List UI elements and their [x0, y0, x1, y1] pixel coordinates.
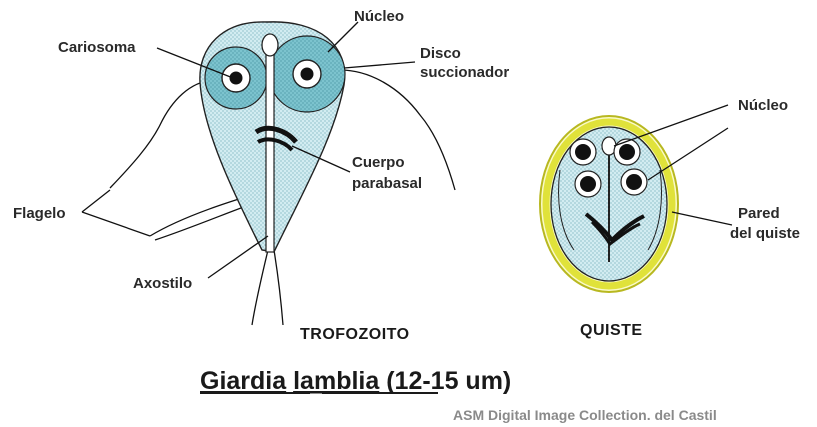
flagelo-leader-line-2: [82, 212, 150, 236]
cyst-karyosome-3: [580, 176, 596, 192]
karyosome-right: [301, 68, 314, 81]
figure-title: Giardia lamblia (12-15 um): [200, 367, 511, 395]
posterior-flagellum-right: [274, 250, 283, 325]
axostyle: [266, 52, 274, 252]
title-species: lamblia: [293, 367, 380, 395]
image-credit: ASM Digital Image Collection. del Castil: [453, 407, 717, 423]
axostilo-leader-line: [208, 236, 268, 278]
label-disco-succionador-2: succionador: [420, 64, 509, 81]
caption-quiste: QUISTE: [580, 322, 643, 339]
anterior-flagellum-right: [340, 70, 455, 190]
label-nucleo-trofozoito: Núcleo: [354, 8, 404, 25]
posterior-flagellum-left: [252, 250, 268, 325]
flagelo-leader-line-1: [82, 190, 110, 212]
nucleo-leader-line: [328, 22, 358, 52]
basal-body: [262, 34, 278, 56]
label-pared-quiste-2: del quiste: [730, 225, 800, 242]
cyst-karyosome-1: [575, 144, 591, 160]
cyst-karyosome-2: [619, 144, 635, 160]
label-pared-quiste-1: Pared: [738, 205, 780, 222]
title-genus: Giardia: [200, 367, 287, 395]
anterior-flagellum-left: [110, 80, 213, 188]
label-cuerpo-parabasal-2: parabasal: [352, 175, 422, 192]
disco-leader-line: [344, 62, 415, 68]
label-flagelo: Flagelo: [13, 205, 66, 222]
label-nucleo-quiste: Núcleo: [738, 97, 788, 114]
title-size: (12-15 um): [386, 367, 511, 395]
pared-leader-line: [672, 212, 732, 225]
label-disco-succionador-1: Disco: [420, 45, 461, 62]
caption-trofozoito: TROFOZOITO: [300, 326, 410, 343]
label-cariosoma: Cariosoma: [58, 39, 136, 56]
label-cuerpo-parabasal-1: Cuerpo: [352, 154, 405, 171]
cyst: [540, 116, 678, 292]
cyst-karyosome-4: [626, 174, 642, 190]
label-axostilo: Axostilo: [133, 275, 192, 292]
